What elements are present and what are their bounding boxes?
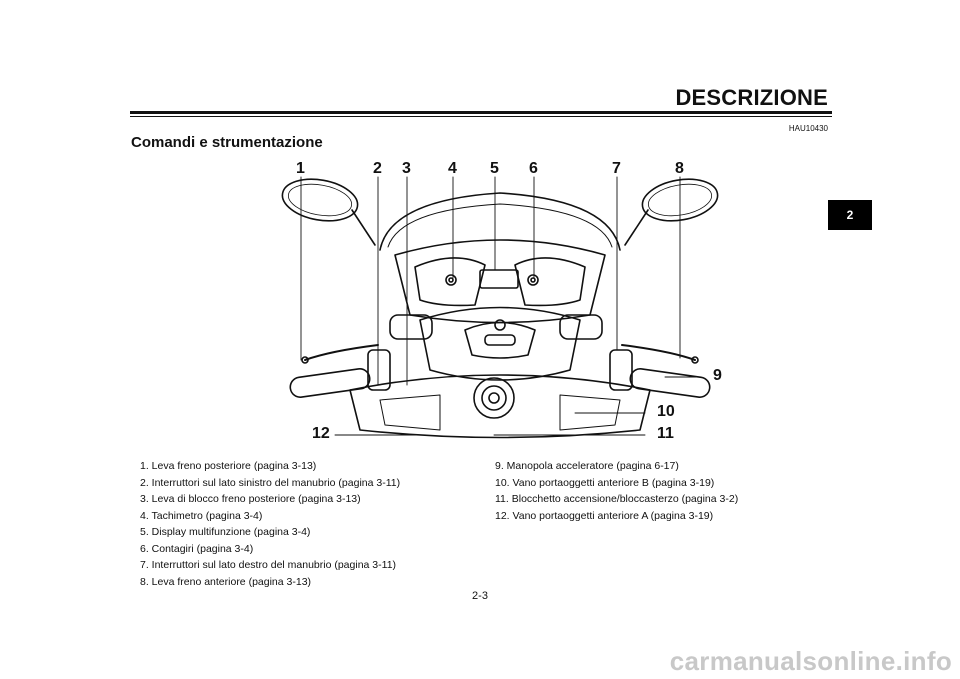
legend-item: 5. Display multifunzione (pagina 3-4) <box>140 526 311 538</box>
chapter-tab: 2 <box>828 200 872 230</box>
callout-4: 4 <box>448 160 457 177</box>
legend-item: 10. Vano portaoggetti anteriore B (pagin… <box>495 476 715 489</box>
legend-item: 12. Vano portaoggetti anteriore A (pagin… <box>495 509 714 522</box>
header-title: DESCRIZIONE <box>675 85 828 110</box>
legend-item: 7. Interruttori sul lato destro del manu… <box>140 559 397 571</box>
callout-2: 2 <box>373 160 382 177</box>
legend-item: 4. Tachimetro (pagina 3-4) <box>140 509 263 522</box>
callout-12: 12 <box>312 425 330 442</box>
callout-9: 9 <box>713 367 722 384</box>
legend-item: 11. Blocchetto accensione/bloccasterzo (… <box>495 493 739 505</box>
legend-item: 6. Contagiri (pagina 3-4) <box>140 542 254 555</box>
legend-left: 1. Leva freno posteriore (pagina 3-13) 2… <box>140 458 400 590</box>
handlebar-illustration <box>281 176 719 439</box>
callout-5: 5 <box>490 160 499 177</box>
legend-item: 8. Leva freno anteriore (pagina 3-13) <box>140 575 312 588</box>
legend-right: 9. Manopola acceleratore (pagina 6-17) 1… <box>495 458 738 524</box>
legend-item: 2. Interruttori sul lato sinistro del ma… <box>140 476 401 489</box>
callout-1: 1 <box>296 160 305 177</box>
watermark: carmanualsonline.info <box>669 646 952 676</box>
legend-item: 3. Leva di blocco freno posteriore (pagi… <box>140 493 361 505</box>
callout-11: 11 <box>657 425 674 442</box>
page-number: 2-3 <box>472 590 488 602</box>
legend-item: 1. Leva freno posteriore (pagina 3-13) <box>140 460 317 472</box>
callout-6: 6 <box>529 160 538 177</box>
callout-3: 3 <box>402 160 411 177</box>
header-rule-thin <box>130 116 832 117</box>
header-rule-thick <box>130 111 832 114</box>
document-code: HAU10430 <box>788 124 828 133</box>
callout-7: 7 <box>612 160 621 177</box>
callout-8: 8 <box>675 160 684 177</box>
callout-10: 10 <box>657 403 675 420</box>
section-title: Comandi e strumentazione <box>131 134 323 151</box>
legend-item: 9. Manopola acceleratore (pagina 6-17) <box>495 460 679 472</box>
